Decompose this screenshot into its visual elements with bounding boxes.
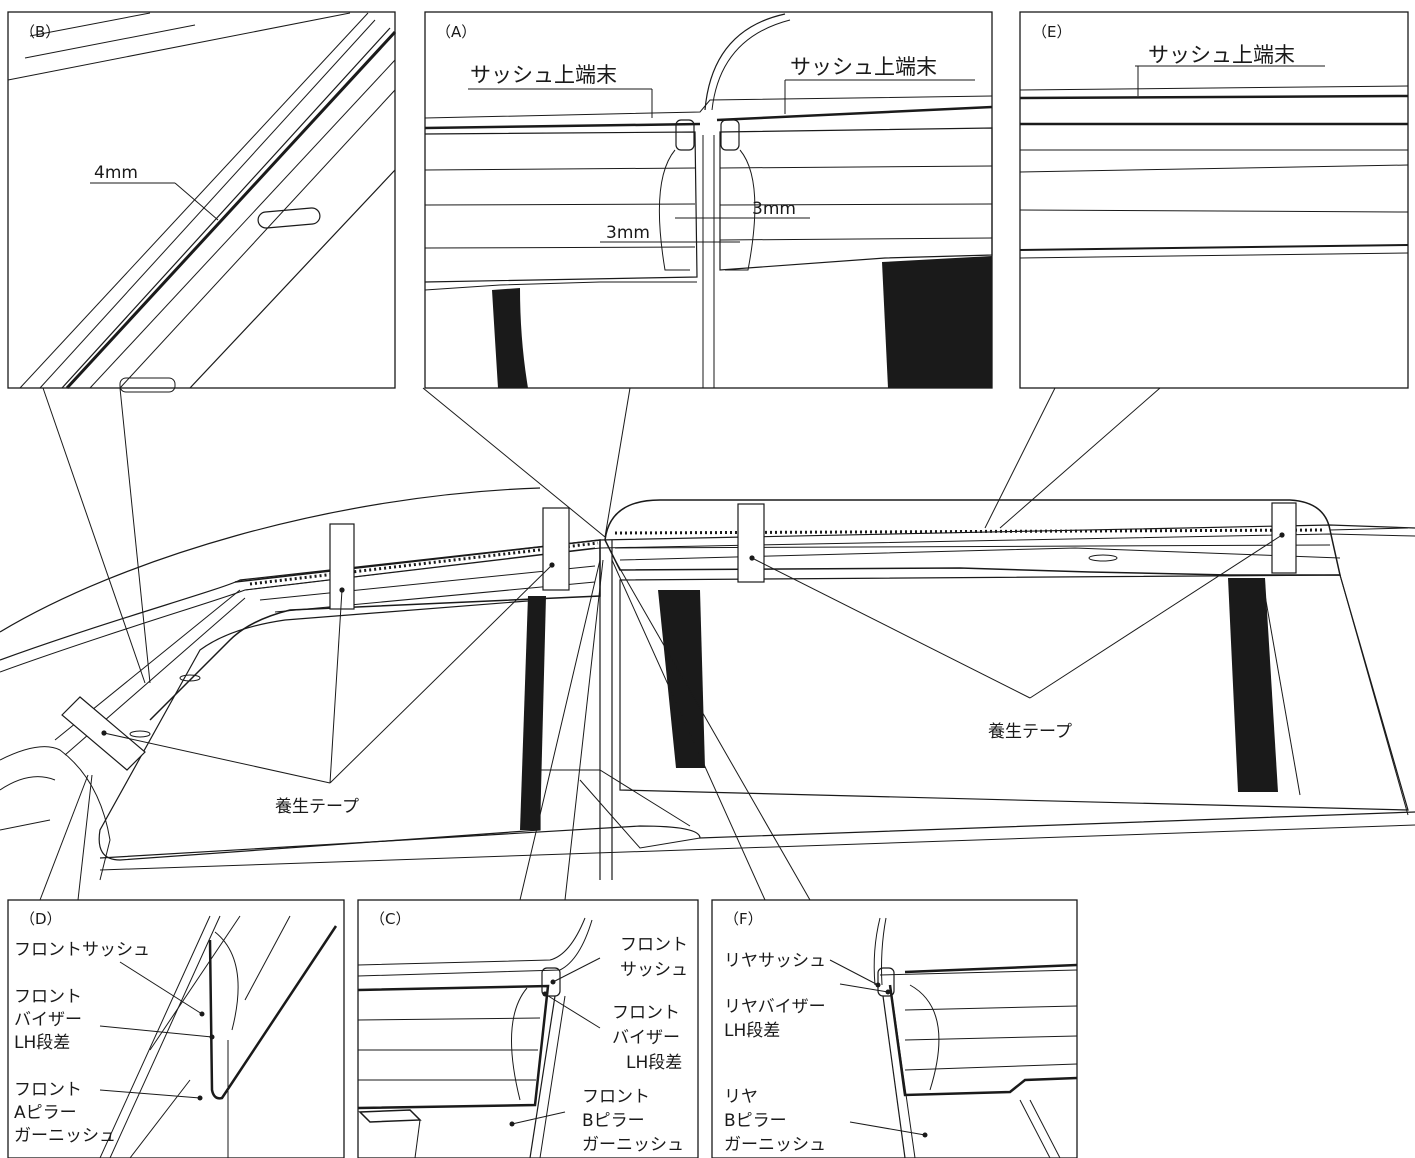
- panel-a-sash-top-right: サッシュ上端末: [790, 55, 937, 79]
- panel-b-tag: （B）: [20, 23, 60, 41]
- panel-c-pillar-2: Bピラー: [582, 1111, 645, 1131]
- panel-d: （D） フロントサッシュ フロント バイザー LH段差 フロント Aピラー ガー…: [7, 899, 345, 1158]
- panel-c: （C） フロント サッシュ フロント バイザー LH段差 フ: [357, 899, 699, 1158]
- tape-label-rear: 養生テープ: [988, 722, 1072, 742]
- panel-f: （F） リヤサッシュ リヤバイザー LH段差 リ: [711, 899, 1078, 1158]
- panel-d-visor-3: LH段差: [14, 1033, 70, 1053]
- panel-f-pillar-3: ガーニッシュ: [724, 1135, 826, 1155]
- car-side-view: 養生テープ 養生テープ: [0, 387, 1415, 901]
- masking-tape-4: [1271, 502, 1297, 574]
- panel-d-tag: （D）: [20, 910, 62, 928]
- panel-d-pillar-3: ガーニッシュ: [14, 1126, 116, 1146]
- panel-b: （B） 4mm: [7, 11, 397, 393]
- panel-d-front-sash: フロントサッシュ: [14, 940, 150, 960]
- tape-label-front: 養生テープ: [275, 797, 359, 817]
- panel-c-sash-1: フロント: [620, 935, 688, 955]
- panel-d-pillar-2: Aピラー: [14, 1103, 77, 1123]
- panel-f-pillar-1: リヤ: [724, 1087, 758, 1107]
- panel-a: （A）: [424, 11, 993, 389]
- panel-c-pillar-3: ガーニッシュ: [582, 1135, 684, 1155]
- panel-d-visor-2: バイザー: [14, 1010, 82, 1030]
- panel-e: （E） サッシュ上端末: [1019, 11, 1409, 389]
- panel-c-sash-2: サッシュ: [620, 960, 688, 980]
- panel-f-tag: （F）: [724, 910, 763, 928]
- panel-c-tag: （C）: [370, 910, 410, 928]
- panel-a-tag: （A）: [436, 23, 476, 41]
- masking-tape-2: [542, 507, 570, 591]
- panel-c-visor-1: フロント: [612, 1003, 680, 1023]
- panel-c-visor-2: バイザー: [612, 1028, 680, 1048]
- panel-e-sash-top: サッシュ上端末: [1148, 43, 1295, 67]
- panel-c-visor-3: LH段差: [626, 1053, 682, 1073]
- panel-a-sash-top-left: サッシュ上端末: [470, 63, 617, 87]
- panel-b-gap-label: 4mm: [94, 163, 138, 183]
- panel-f-rear-sash: リヤサッシュ: [724, 951, 826, 971]
- panel-e-tag: （E）: [1032, 23, 1071, 41]
- panel-f-visor-2: LH段差: [724, 1021, 780, 1041]
- panel-f-pillar-2: Bピラー: [724, 1111, 787, 1131]
- panel-f-visor-1: リヤバイザー: [724, 997, 826, 1017]
- panel-d-pillar-1: フロント: [14, 1080, 82, 1100]
- panel-a-gap-lower: 3mm: [606, 223, 650, 243]
- panel-c-pillar-1: フロント: [582, 1087, 650, 1107]
- masking-tape-3: [737, 503, 765, 583]
- panel-a-gap-upper: 3mm: [752, 199, 796, 219]
- panel-d-visor-1: フロント: [14, 987, 82, 1007]
